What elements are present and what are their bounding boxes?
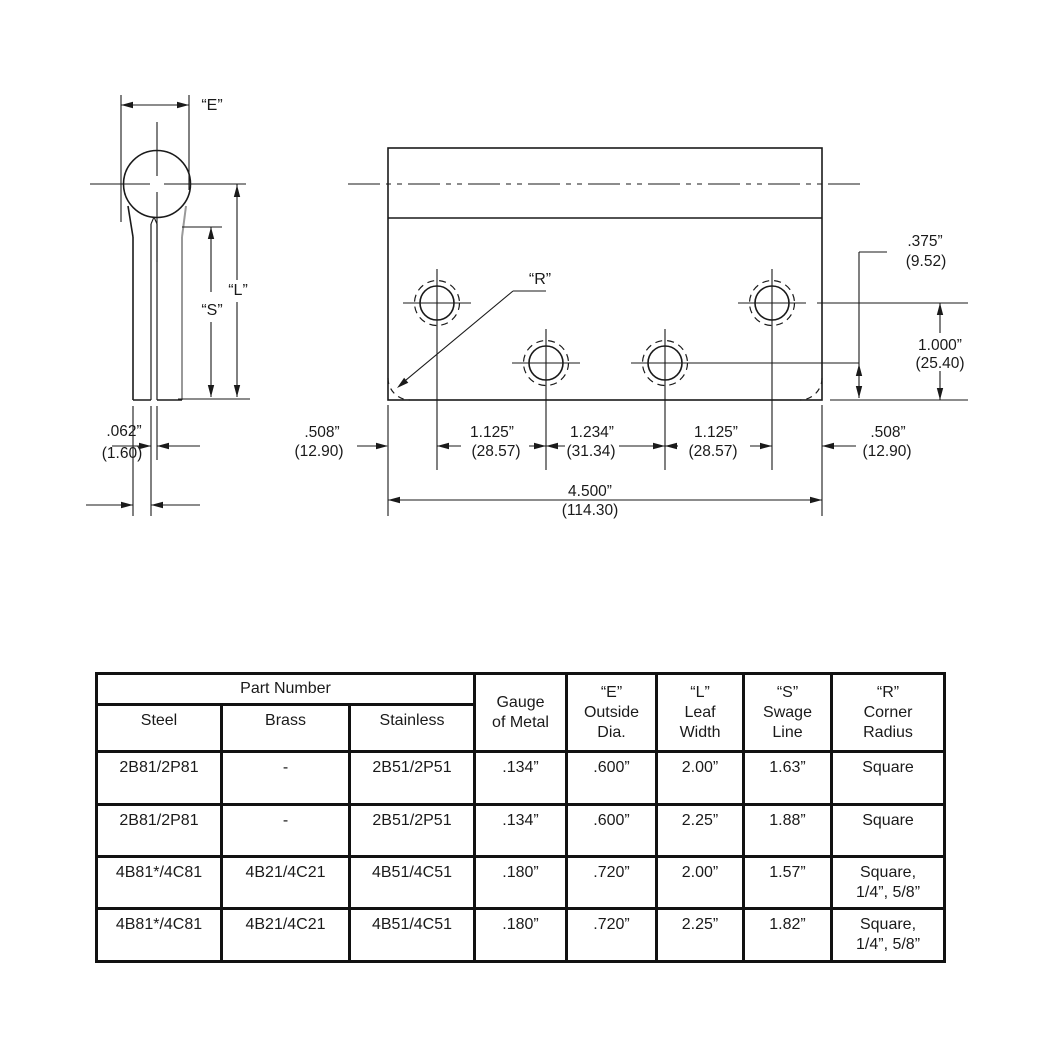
dim-e [120,95,190,222]
table-row: 4B81*/4C81 4B21/4C21 4B51/4C51 .180” .72… [95,855,947,910]
cell-brass: 4B21/4C21 [220,907,351,963]
dim-label-1000: 1.000” [918,337,962,354]
cell-steel: 2B81/2P81 [95,750,223,806]
side-view: “E” “S” “L” .062” (1.60) [86,95,250,516]
cell-brass: 4B21/4C21 [220,855,351,910]
label-s: “S” [201,302,222,319]
dim-label-4500-mm: (114.30) [562,502,619,519]
col-header-part-number: Part Number [94,672,477,706]
col-header-s-swage-line: “S” Swage Line [742,672,834,753]
dim-label-1234-mm: (31.34) [566,443,615,460]
dim-label-4500: 4.500” [568,483,612,500]
cell-leaf-width: 2.25” [655,803,746,858]
center-crosshair [90,122,246,262]
dim-label-1234: 1.234” [570,424,614,441]
table-row: 4B81*/4C81 4B21/4C21 4B51/4C51 .180” .72… [95,907,947,963]
cell-brass: - [220,750,351,806]
dim-label-1125-b-mm: (28.57) [688,443,737,460]
cell-stainless: 2B51/2P51 [347,803,477,858]
leaf-profile [127,205,187,401]
bottom-extension-lines [387,405,823,516]
cell-swage-line: 1.88” [742,803,834,858]
cell-steel: 4B81*/4C81 [95,907,223,963]
table-row: 2B81/2P81 - 2B51/2P51 .134” .600” 2.25” … [95,803,947,858]
cell-gauge: .180” [473,907,569,963]
cell-outside-dia: .600” [565,803,659,858]
dim-label-508-right-mm: (12.90) [862,443,911,460]
cell-swage-line: 1.63” [742,750,834,806]
cell-outside-dia: .720” [565,907,659,963]
corner-radius-arc-left [387,377,411,401]
cell-swage-line: 1.82” [742,907,834,963]
col-header-e-outside-dia: “E” Outside Dia. [565,672,659,753]
cell-gauge: .134” [473,750,569,806]
dim-label-062-mm: (1.60) [102,445,143,462]
dim-label-508-left: .508” [304,424,339,441]
cell-steel: 2B81/2P81 [95,803,223,858]
cell-steel: 4B81*/4C81 [95,855,223,910]
dim-label-062: .062” [106,423,141,440]
cell-swage-line: 1.57” [742,855,834,910]
hole-4 [738,269,806,470]
dim-row-bottom [357,442,856,450]
cell-leaf-width: 2.00” [655,750,746,806]
dim-label-1125-a-mm: (28.57) [471,443,520,460]
col-header-steel: Steel [95,703,223,753]
cell-stainless: 2B51/2P51 [347,750,477,806]
cell-corner-radius: Square, 1/4”, 5/8” [830,907,947,963]
label-r: “R” [529,271,551,288]
dim-label-1000-mm: (25.40) [915,355,964,372]
technical-drawing: “E” “S” “L” .062” (1.60) [86,95,968,519]
dim-thickness [86,406,200,516]
table-row: 2B81/2P81 - 2B51/2P51 .134” .600” 2.00” … [95,750,947,806]
dim-label-508-right: .508” [870,424,905,441]
leader-r [397,290,546,388]
cell-corner-radius: Square, 1/4”, 5/8” [830,855,947,910]
col-header-stainless: Stainless [347,703,477,753]
dim-label-375: .375” [907,233,942,250]
cell-outside-dia: .600” [565,750,659,806]
leaf-plate [387,147,823,401]
dim-l [178,184,250,400]
cell-corner-radius: Square [830,803,947,858]
cell-leaf-width: 2.25” [655,907,746,963]
col-header-gauge: Gauge of Metal [473,672,569,753]
cell-gauge: .134” [473,803,569,858]
cell-gauge: .180” [473,855,569,910]
dim-label-375-mm: (9.52) [906,253,947,270]
cell-brass: - [220,803,351,858]
col-header-l-leaf-width: “L” Leaf Width [655,672,746,753]
cell-stainless: 4B51/4C51 [347,855,477,910]
dim-375 [855,251,887,398]
spec-table: Part Number Gauge of Metal “E” Outside D… [94,672,947,963]
dim-4500 [388,496,822,504]
col-header-r-corner-radius: “R” Corner Radius [830,672,947,753]
dim-s [182,226,222,397]
cell-outside-dia: .720” [565,855,659,910]
dim-1000 [817,302,968,401]
dim-label-508-left-mm: (12.90) [294,443,343,460]
dim-label-1125-a: 1.125” [470,424,514,441]
dim-label-1125-b: 1.125” [694,424,738,441]
col-header-brass: Brass [220,703,351,753]
front-view: “R” .375” (9.52) 1.000” (25.40) .508” (1… [294,147,968,519]
label-e: “E” [201,97,222,114]
cell-stainless: 4B51/4C51 [347,907,477,963]
hole-1 [403,269,471,470]
corner-radius-arc-right [799,377,823,401]
label-l: “L” [228,282,248,299]
cell-leaf-width: 2.00” [655,855,746,910]
cell-corner-radius: Square [830,750,947,806]
